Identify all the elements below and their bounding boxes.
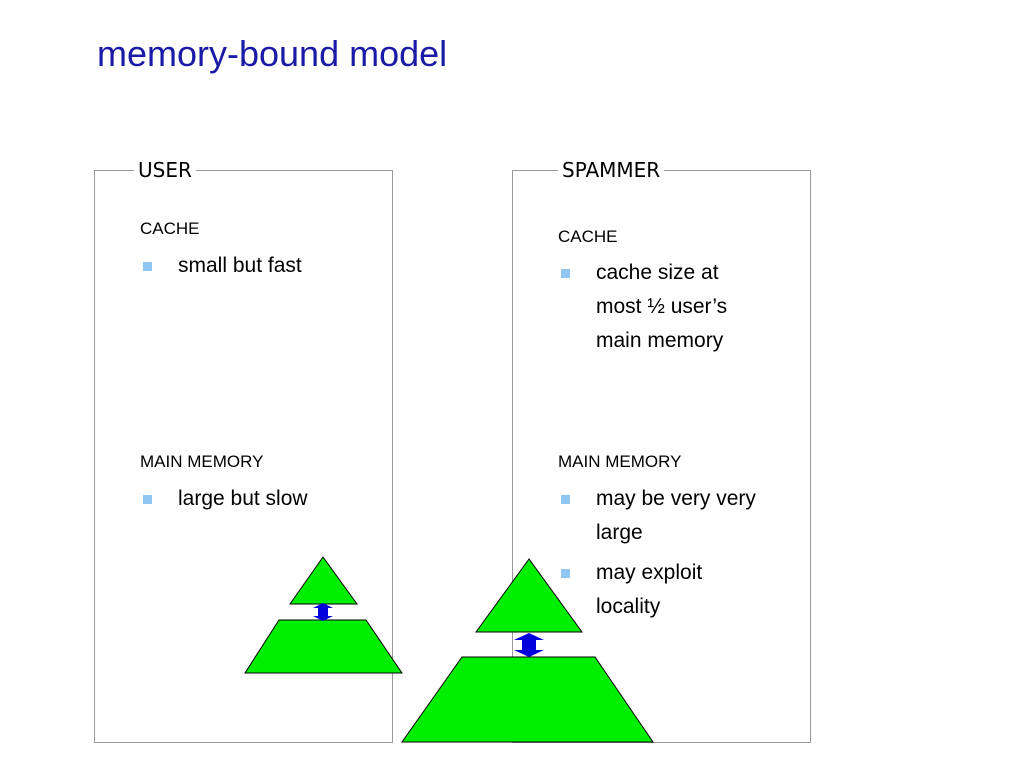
- spammer-cache-triangle: [475, 558, 583, 633]
- spammer-memory-trapezoid: [401, 656, 654, 743]
- spammer-transfer-arrow-icon: [514, 633, 544, 657]
- page-title: memory-bound model: [97, 33, 448, 74]
- user-memory-heading: MAIN MEMORY: [140, 452, 264, 471]
- spammer-memory-bullet-2: may exploit locality: [558, 556, 758, 624]
- user-column-label: USER: [134, 158, 196, 182]
- user-cache-heading: CACHE: [140, 219, 200, 238]
- spammer-memory-bullet-1: may be very very large: [558, 482, 758, 550]
- spammer-memory-heading: MAIN MEMORY: [558, 452, 682, 471]
- spammer-cache-heading: CACHE: [558, 227, 618, 246]
- user-transfer-arrow-icon: [313, 603, 333, 621]
- user-panel: [94, 170, 393, 743]
- user-memory-trapezoid: [244, 619, 403, 674]
- spammer-cache-bullet: cache size at most ½ user’s main memory: [558, 256, 768, 358]
- user-cache-triangle: [289, 556, 358, 605]
- user-memory-bullet: large but slow: [140, 482, 380, 516]
- user-cache-bullet: small but fast: [140, 249, 380, 283]
- spammer-column-label: SPAMMER: [558, 158, 665, 182]
